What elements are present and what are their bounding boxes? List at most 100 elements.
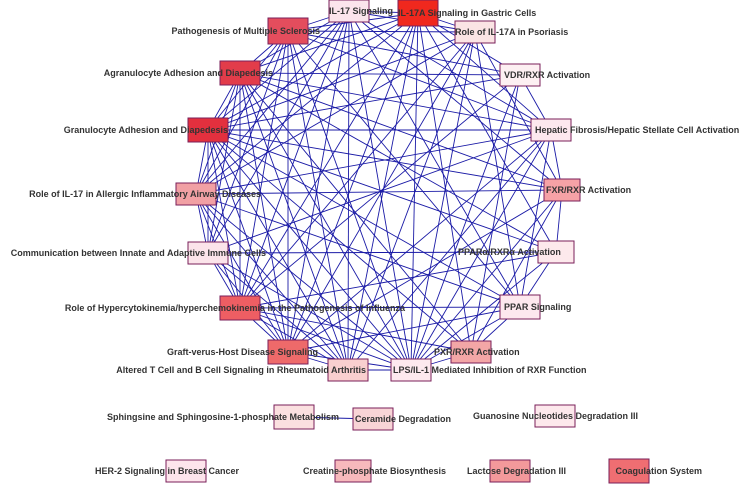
node-box-il17sig[interactable] [328, 0, 370, 23]
node-coagulation[interactable]: Coagulation System [608, 458, 702, 484]
node-gvhd[interactable]: Graft-verus-Host Disease Signaling [167, 339, 318, 365]
node-lps[interactable]: LPS/IL-1 Mediated Inhibition of RXR Func… [390, 358, 587, 382]
node-fxr[interactable]: FXR/RXR Activation [543, 178, 631, 202]
node-box-ms[interactable] [267, 17, 309, 45]
node-granulocyte[interactable]: Granulocyte Adhesion and Diapedesis [64, 117, 229, 143]
node-label-agranulocyte: Agranulocyte Adhesion and Diapedesis [104, 68, 273, 78]
node-agranulocyte[interactable]: Agranulocyte Adhesion and Diapedesis [104, 60, 273, 86]
node-box-ppar[interactable] [499, 294, 541, 320]
node-hyper[interactable]: Role of Hypercytokinemia/hyperchemokinem… [65, 295, 406, 321]
node-box-ppara[interactable] [537, 240, 575, 264]
edge-vdr-ms [287, 30, 521, 76]
node-label-altered: Altered T Cell and B Cell Signaling in R… [116, 365, 366, 375]
edge-ppar-gvhd [287, 306, 521, 353]
node-box-vdr[interactable] [499, 63, 541, 87]
node-il17a_gastric[interactable]: IL-17A Signaling in Gastric Cells [397, 0, 536, 27]
node-box-lactose[interactable] [489, 459, 531, 483]
node-label-her2: HER-2 Signaling in Breast Cancer [95, 466, 240, 476]
edge-lps-granulocyte [207, 129, 412, 371]
node-label-ceramide: Ceramide Degradation [355, 414, 451, 424]
edge-fxr-allergic [195, 189, 563, 195]
edge-ppara-granulocyte [207, 129, 557, 253]
edge-hepatic-ms [287, 30, 552, 131]
edge-fxr-gvhd [287, 189, 563, 353]
node-creatine[interactable]: Creatine-phosphate Biosynthesis [303, 459, 446, 483]
node-communication[interactable]: Communication between Innate and Adaptiv… [11, 241, 266, 265]
edge-fxr-agranulocyte [239, 72, 563, 191]
edge-hepatic-lps [410, 129, 552, 371]
edge-il17sig-communication [207, 10, 350, 254]
edge-il17sig-gvhd [287, 10, 350, 353]
node-box-altered[interactable] [327, 358, 369, 382]
node-box-lps[interactable] [390, 358, 432, 382]
node-box-coagulation[interactable] [608, 458, 650, 484]
node-label-communication: Communication between Innate and Adaptiv… [11, 248, 266, 258]
node-box-pxr[interactable] [450, 340, 492, 364]
edge-il17a_gastric-ppara [417, 12, 557, 253]
node-il17a_psoriasis[interactable]: Role of IL-17A in Psoriasis [454, 20, 568, 44]
node-box-creatine[interactable] [334, 459, 372, 483]
node-box-sphingosine[interactable] [273, 404, 315, 430]
node-ceramide[interactable]: Ceramide Degradation [352, 407, 451, 431]
node-box-il17a_gastric[interactable] [397, 0, 439, 27]
node-guanosine[interactable]: Guanosine Nucleotides Degradation III [473, 404, 638, 428]
edge-vdr-pxr [470, 74, 521, 353]
node-il17sig[interactable]: IL-17 Signaling [328, 0, 393, 23]
edge-fxr-pxr [470, 189, 563, 353]
edge-ppara-hyper [239, 251, 557, 309]
node-label-coagulation: Coagulation System [615, 466, 702, 476]
edge-hepatic-communication [207, 129, 552, 254]
node-label-hepatic: Hepatic Fibrosis/Hepatic Stellate Cell A… [535, 125, 739, 135]
node-label-guanosine: Guanosine Nucleotides Degradation III [473, 411, 638, 421]
node-box-granulocyte[interactable] [187, 117, 229, 143]
edge-altered-granulocyte [207, 129, 349, 371]
edge-fxr-lps [410, 189, 563, 371]
node-ppar[interactable]: PPAR Signaling [499, 294, 571, 320]
edge-hyper-granulocyte [207, 129, 241, 309]
edge-vdr-granulocyte [207, 74, 521, 131]
node-label-granulocyte: Granulocyte Adhesion and Diapedesis [64, 125, 228, 135]
node-lactose[interactable]: Lactose Degradation III [467, 459, 566, 483]
edge-il17a_psoriasis-fxr [474, 31, 563, 191]
node-hepatic[interactable]: Hepatic Fibrosis/Hepatic Stellate Cell A… [530, 118, 739, 142]
edge-hepatic-agranulocyte [239, 72, 552, 131]
node-box-agranulocyte[interactable] [219, 60, 261, 86]
edge-il17sig-allergic [195, 10, 350, 195]
node-ms[interactable]: Pathogenesis of Multiple Sclerosis [171, 17, 320, 45]
node-box-allergic[interactable] [175, 182, 217, 206]
edge-il17a_psoriasis-ms [287, 30, 476, 33]
node-sphingosine[interactable]: Sphingsine and Sphingosine-1-phosphate M… [107, 404, 339, 430]
node-box-fxr[interactable] [543, 178, 581, 202]
edge-hyper-ms [239, 30, 289, 309]
edge-il17sig-hyper [239, 10, 350, 309]
node-label-lps: LPS/IL-1 Mediated Inhibition of RXR Func… [393, 365, 587, 375]
node-label-vdr: VDR/RXR Activation [504, 70, 590, 80]
node-box-gvhd[interactable] [267, 339, 309, 365]
node-label-ppara: PPARα/RXRα Activation [458, 247, 561, 257]
node-box-her2[interactable] [165, 459, 207, 483]
node-ppara[interactable]: PPARα/RXRα Activation [458, 240, 575, 264]
node-box-hepatic[interactable] [530, 118, 572, 142]
node-altered[interactable]: Altered T Cell and B Cell Signaling in R… [116, 358, 369, 382]
node-label-il17a_psoriasis: Role of IL-17A in Psoriasis [455, 27, 568, 37]
edge-gvhd-allergic [195, 193, 289, 353]
node-allergic[interactable]: Role of IL-17 in Allergic Inflammatory A… [29, 182, 261, 206]
edge-fxr-granulocyte [207, 129, 563, 191]
node-pxr[interactable]: PXR/RXR Activation [434, 340, 520, 364]
edge-altered-communication [207, 252, 349, 371]
node-box-il17a_psoriasis[interactable] [454, 20, 496, 44]
node-box-guanosine[interactable] [534, 404, 576, 428]
edge-pxr-hyper [239, 307, 472, 353]
edge-il17a_gastric-hyper [239, 12, 419, 309]
edge-altered-ms [287, 30, 349, 371]
edge-communication-ms [207, 30, 289, 254]
node-box-hyper[interactable] [219, 295, 261, 321]
node-box-ceramide[interactable] [352, 407, 394, 431]
node-her2[interactable]: HER-2 Signaling in Breast Cancer [95, 459, 240, 483]
edge-pxr-agranulocyte [239, 72, 472, 353]
node-box-communication[interactable] [187, 241, 229, 265]
node-vdr[interactable]: VDR/RXR Activation [499, 63, 590, 87]
edge-ppar-hyper [239, 306, 521, 309]
edge-il17a_gastric-pxr [417, 12, 472, 353]
